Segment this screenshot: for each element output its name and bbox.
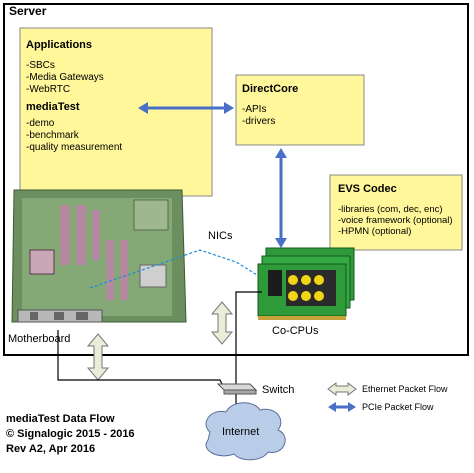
cocpu-boards-image bbox=[257, 247, 355, 320]
evs-codec-item: -voice framework (optional) bbox=[338, 215, 453, 226]
cable-motherboard-switch bbox=[57, 330, 223, 385]
internet-cloud bbox=[205, 402, 286, 461]
mediatest-item: -quality measurement bbox=[26, 142, 123, 153]
nic-dashed-link bbox=[89, 249, 263, 289]
applications-heading: Applications bbox=[26, 39, 93, 51]
footer-revision: Rev A2, Apr 2016 bbox=[6, 443, 96, 455]
mediatest-heading: mediaTest bbox=[26, 101, 80, 113]
switch-device bbox=[216, 383, 258, 395]
legend-pcie-arrow bbox=[328, 402, 356, 412]
directcore-item: -APIs bbox=[242, 104, 267, 115]
legend-ethernet-arrow bbox=[327, 382, 357, 396]
footer-caption: mediaTest Data Flow © Signalogic 2015 - … bbox=[6, 412, 135, 457]
directcore-list: -APIs -drivers bbox=[242, 104, 298, 128]
legend-ethernet-label: Ethernet Packet Flow bbox=[362, 384, 448, 394]
evs-codec-heading: EVS Codec bbox=[338, 183, 397, 195]
legend-pcie-label: PCIe Packet Flow bbox=[362, 402, 434, 412]
motherboard-label: Motherboard bbox=[8, 333, 71, 345]
directcore-box-shape bbox=[235, 74, 365, 146]
cocpus-label: Co-CPUs bbox=[272, 325, 319, 337]
directcore-box: DirectCore -APIs -drivers bbox=[242, 82, 298, 128]
motherboard-image bbox=[11, 189, 187, 323]
pcie-arrow-apps-directcore bbox=[138, 102, 234, 114]
directcore-item: -drivers bbox=[242, 116, 276, 127]
internet-label: Internet bbox=[222, 426, 260, 438]
evs-codec-item: -libraries (com, dec, enc) bbox=[338, 204, 443, 215]
applications-callout: Applications -SBCs -Media Gateways -WebR… bbox=[26, 38, 122, 154]
ethernet-arrow-server bbox=[210, 301, 234, 345]
mediatest-list: -demo -benchmark -quality measurement bbox=[26, 118, 122, 154]
evs-codec-item: -HPMN (optional) bbox=[338, 226, 412, 237]
mediatest-item: -demo bbox=[26, 118, 55, 129]
applications-item: -WebRTC bbox=[26, 84, 71, 95]
switch-label: Switch bbox=[262, 384, 295, 396]
footer-title: mediaTest Data Flow bbox=[6, 413, 115, 425]
nics-label: NICs bbox=[208, 230, 233, 242]
applications-item: -SBCs bbox=[26, 60, 55, 71]
footer-copyright: © Signalogic 2015 - 2016 bbox=[6, 428, 135, 440]
pcie-arrow-directcore-cocpus bbox=[275, 148, 287, 248]
applications-item: -Media Gateways bbox=[26, 72, 104, 83]
directcore-heading: DirectCore bbox=[242, 83, 299, 95]
server-title: Server bbox=[9, 4, 47, 18]
applications-list: -SBCs -Media Gateways -WebRTC bbox=[26, 60, 122, 96]
evs-codec-callout: EVS Codec -libraries (com, dec, enc) -vo… bbox=[338, 182, 453, 237]
ethernet-arrow-motherboard bbox=[86, 333, 110, 381]
mediatest-item: -benchmark bbox=[26, 130, 79, 141]
cable-cocpus-switch bbox=[235, 291, 262, 384]
evs-codec-list: -libraries (com, dec, enc) -voice framew… bbox=[338, 204, 453, 237]
